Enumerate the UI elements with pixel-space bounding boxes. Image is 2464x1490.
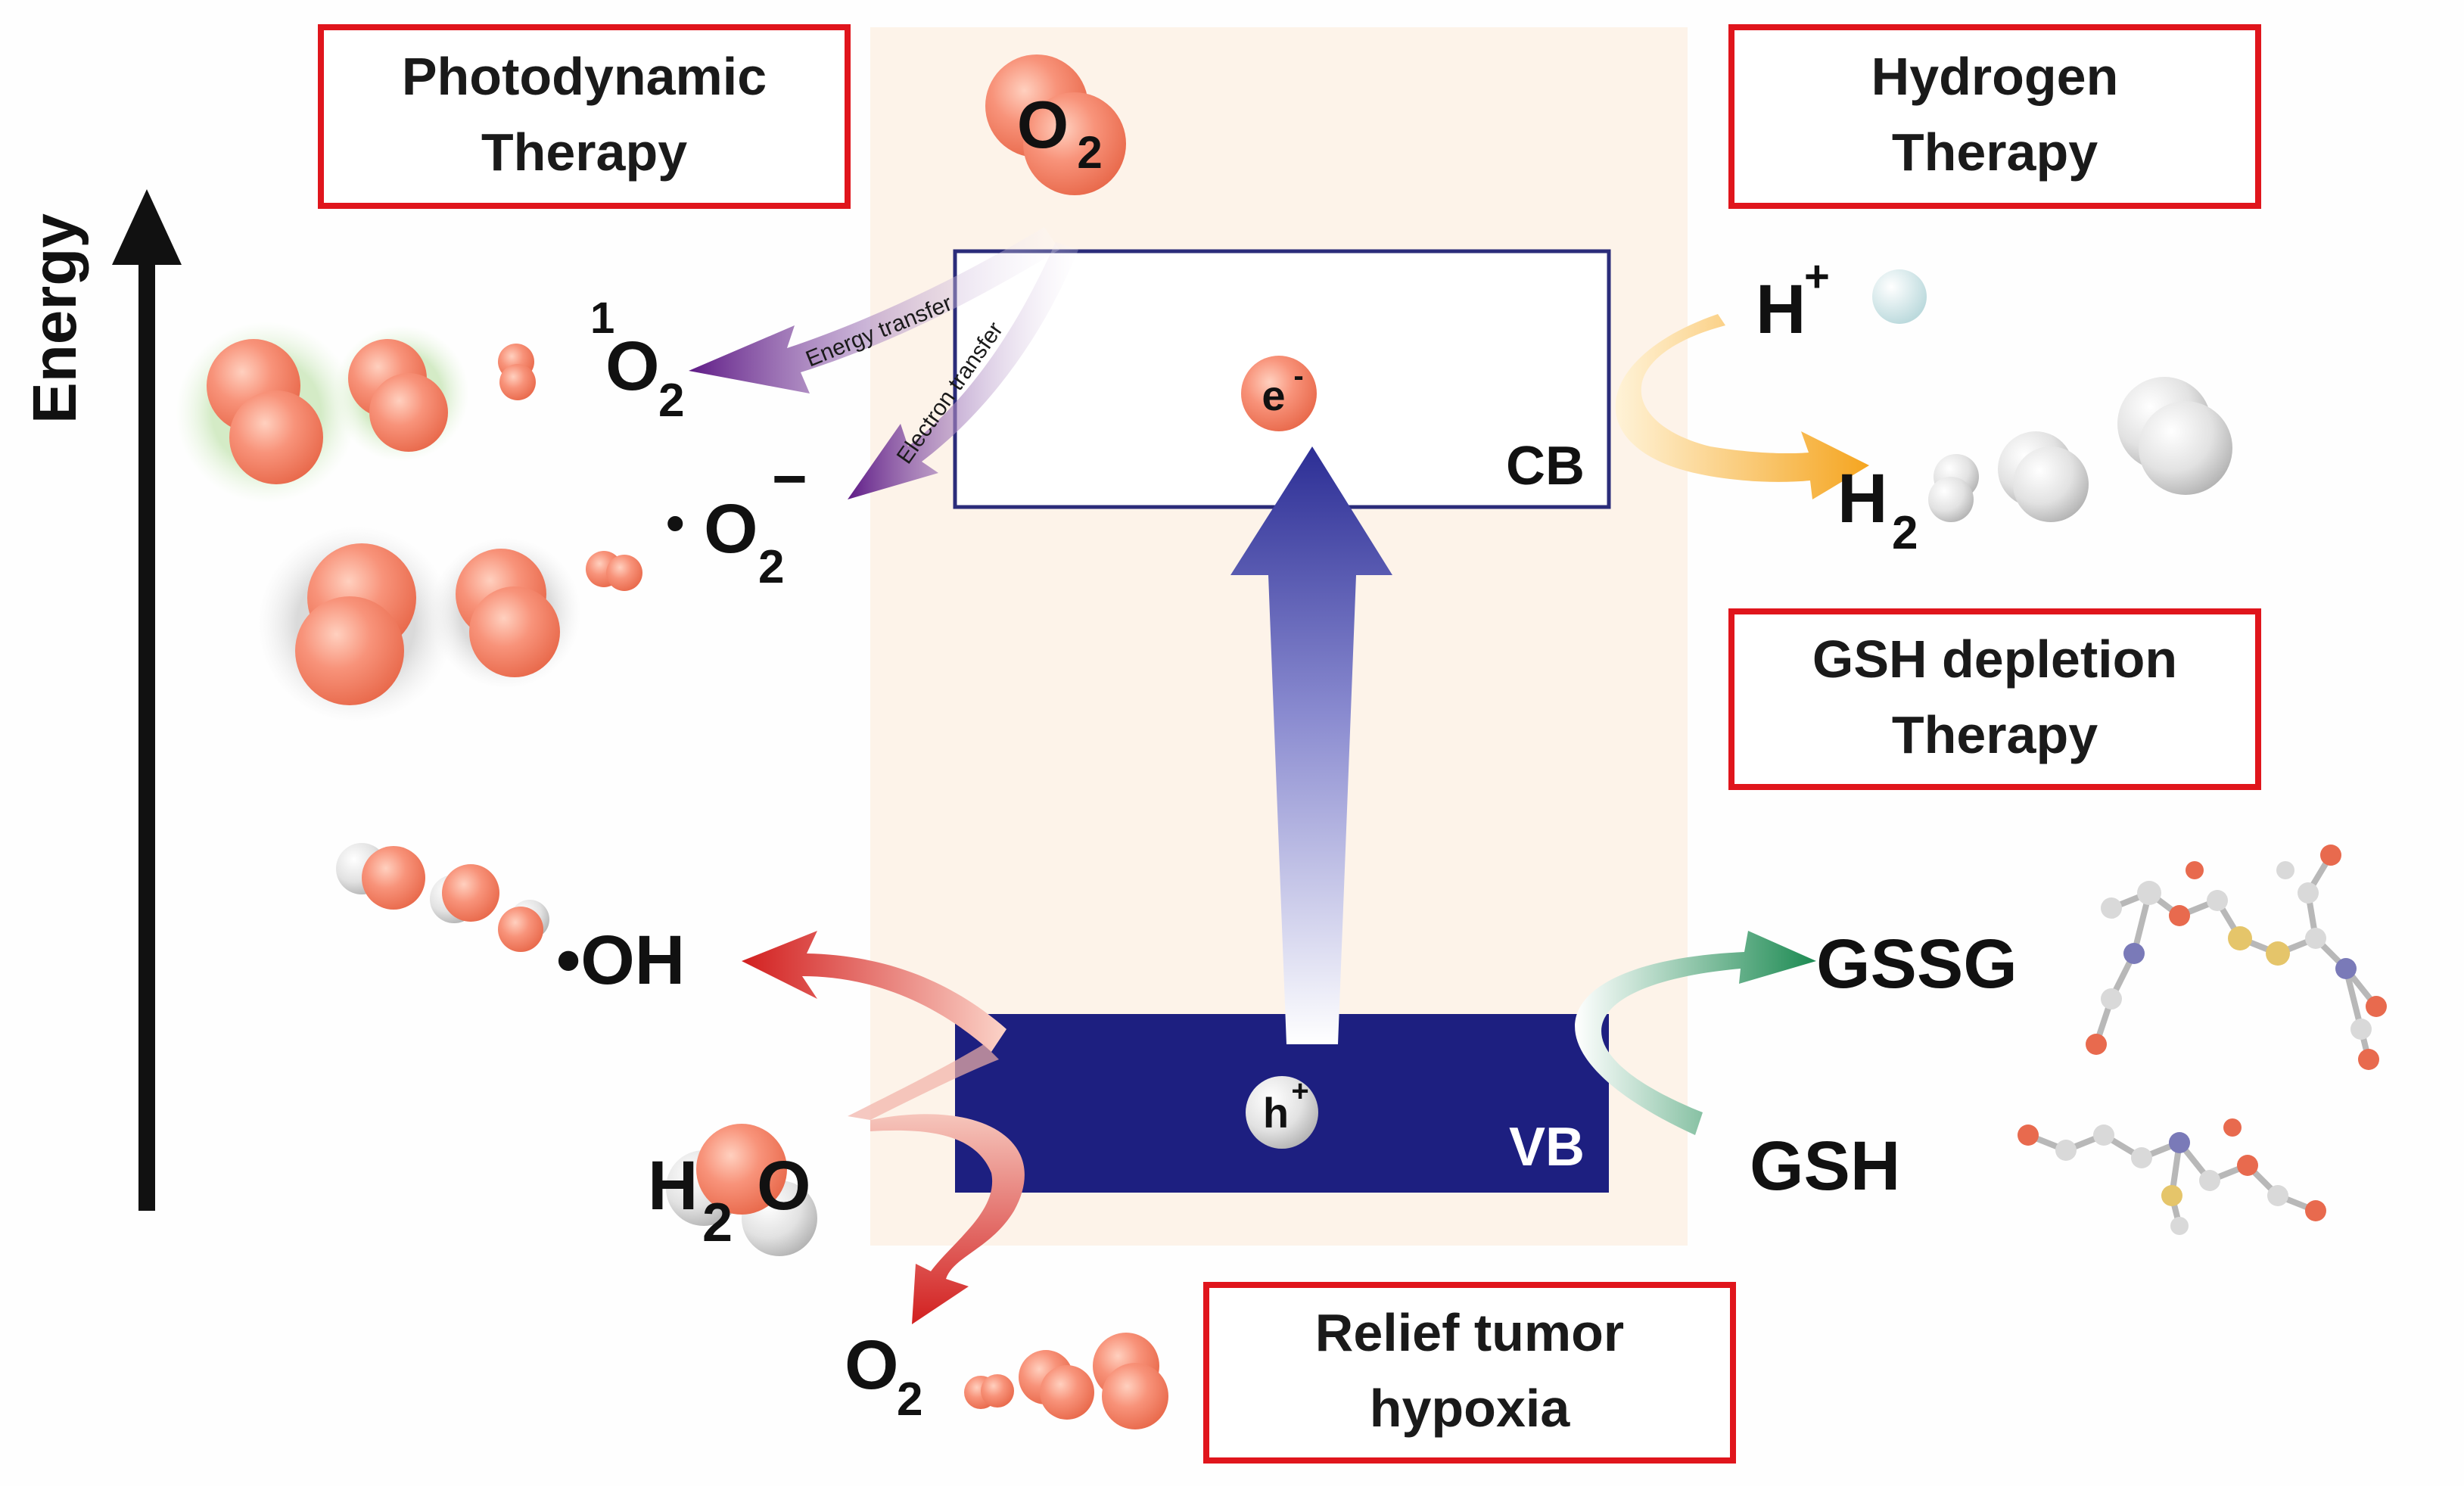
hydrogen-line1: Hydrogen — [1871, 47, 2119, 106]
hypoxia-line2: hypoxia — [1370, 1379, 1571, 1438]
water-sub: 2 — [702, 1193, 733, 1253]
singlet-oxygen-molecules — [176, 322, 536, 503]
water-label: H 2 O — [648, 1147, 811, 1253]
superoxide-molecules — [257, 526, 642, 723]
electron-charge: - — [1293, 359, 1303, 393]
photodynamic-line1: Photodynamic — [402, 47, 767, 106]
superoxide-sub: 2 — [758, 541, 784, 593]
hole-label: h — [1263, 1089, 1289, 1137]
gsh-depletion-therapy-box: GSH depletion Therapy — [1728, 608, 2261, 790]
gsh-line2: Therapy — [1892, 705, 2098, 764]
cb-label: CB — [1506, 436, 1585, 496]
water-o: O — [757, 1147, 811, 1224]
o2-top-molecule: O 2 — [985, 54, 1126, 195]
energy-axis: Energy — [20, 189, 182, 1211]
h-plus: H + — [1756, 252, 1927, 348]
excitation-arrow — [1230, 446, 1392, 1044]
hole: h + — [1246, 1075, 1318, 1149]
hole-charge: + — [1291, 1075, 1308, 1108]
h2-sub: 2 — [1892, 507, 1918, 559]
electron-label: e — [1262, 372, 1285, 419]
relief-hypoxia-box: Relief tumor hypoxia — [1203, 1282, 1736, 1464]
hydroxyl-label: •OH — [556, 922, 685, 999]
o2-top-main: O — [1017, 87, 1069, 162]
superoxide: • O 2 − — [666, 445, 807, 593]
oxygen-evolution-arrow — [870, 1114, 1025, 1324]
o2-bottom-molecules — [964, 1333, 1168, 1429]
gssg-label: GSSG — [1816, 925, 2018, 1003]
gsh-atoms — [2018, 1118, 2326, 1235]
gsh-line1: GSH depletion — [1812, 630, 2177, 689]
gsh-label: GSH — [1750, 1128, 1900, 1205]
electron: e - — [1241, 356, 1317, 431]
energy-axis-label: Energy — [20, 213, 89, 424]
h2: H 2 — [1837, 460, 1918, 559]
gsh-oxidation-arrow — [1575, 931, 1816, 1135]
singlet-o2-main: O — [605, 328, 660, 405]
superoxide-sup: − — [772, 445, 807, 512]
hydrogen-evolution-arrow — [1615, 314, 1869, 499]
o2-bottom-main: O — [845, 1327, 899, 1404]
vb-label: VB — [1509, 1117, 1585, 1177]
superoxide-main: O — [704, 490, 758, 568]
hydrogen-line2: Therapy — [1892, 123, 2098, 182]
water-molecule — [666, 1124, 817, 1256]
proton-sphere — [1872, 269, 1927, 324]
singlet-o2-sub: 2 — [658, 375, 684, 427]
photodynamic-line2: Therapy — [481, 123, 687, 182]
h2-molecules — [1928, 377, 2232, 522]
gssg-atoms — [2086, 845, 2387, 1070]
singlet-o2-sup: 1 — [590, 294, 614, 343]
superoxide-dot: • — [666, 493, 685, 552]
o2-bottom-sub: 2 — [897, 1373, 922, 1426]
h-plus-sup: + — [1804, 252, 1830, 301]
hypoxia-line1: Relief tumor — [1315, 1303, 1624, 1362]
h2-main: H — [1837, 460, 1887, 537]
hydrogen-therapy-box: Hydrogen Therapy — [1728, 24, 2261, 209]
oxidation-arrow-to-oh — [742, 931, 1006, 1120]
h-plus-main: H — [1756, 271, 1806, 348]
hydroxyl-molecules — [336, 843, 549, 952]
singlet-oxygen: 1 O 2 — [590, 294, 684, 427]
o2-top-sub: 2 — [1077, 127, 1102, 178]
o2-bottom: O 2 — [845, 1327, 922, 1426]
photodynamic-therapy-box: Photodynamic Therapy — [318, 24, 851, 209]
water-h: H — [648, 1147, 698, 1224]
